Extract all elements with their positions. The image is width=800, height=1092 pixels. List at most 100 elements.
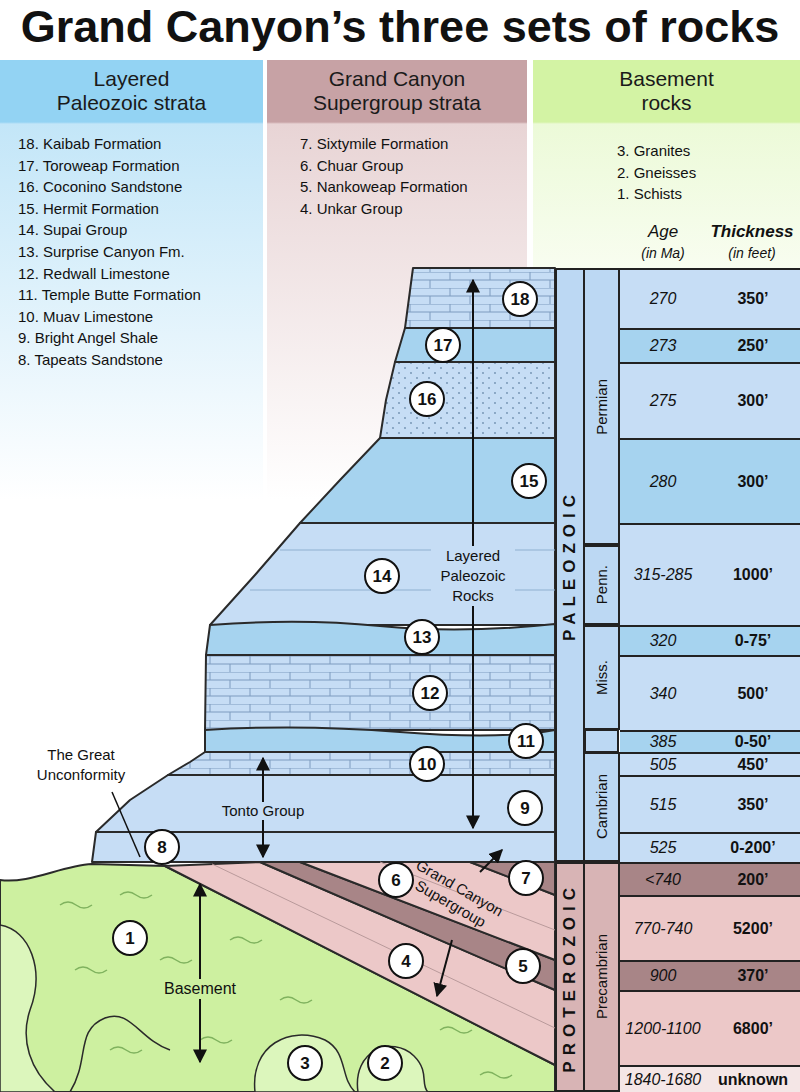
callout-circle: 7 [508, 860, 544, 896]
table-row: 270350’ [620, 268, 800, 328]
table-row: 3200-75’ [620, 625, 800, 655]
callout-circle: 11 [508, 723, 544, 759]
list-item: 6. Chuar Group [300, 155, 527, 177]
callout-circle: 9 [507, 790, 543, 826]
age-value: 273 [620, 337, 706, 355]
schist-mark [75, 967, 107, 973]
period-band: Miss. [585, 625, 620, 730]
age-value: 280 [620, 473, 706, 491]
period-band: Precambrian [585, 862, 620, 1092]
thickness-value: 300’ [706, 473, 800, 491]
supergroup-arrow [480, 850, 502, 872]
granite-body [255, 1035, 355, 1092]
callout-number: 5 [518, 958, 527, 975]
schist-mark [110, 1047, 142, 1053]
period-name: Penn. [593, 565, 610, 604]
list-item: 15. Hermit Formation [18, 198, 263, 220]
axis-unit: (in feet) [704, 244, 800, 262]
callout-circle: 5 [505, 948, 541, 984]
thickness-value: 350’ [706, 290, 800, 308]
callout-number: 10 [418, 756, 437, 773]
unkar-layer [165, 862, 555, 1065]
period-name: Precambrian [593, 934, 610, 1019]
callout-circle: 17 [425, 327, 461, 363]
callout-circle: 13 [404, 619, 440, 655]
header-panel: Grand Canyon Supergroup strata 7. Sixtymi… [267, 60, 527, 500]
temple-butte-layer [205, 727, 555, 752]
supai-layer [210, 523, 555, 625]
list-item: 3. Granites [617, 140, 800, 162]
surprise-canyon-layer [206, 622, 555, 655]
table-row: <740200’ [620, 862, 800, 895]
list-item: 18. Kaibab Formation [18, 133, 263, 155]
callout-number: 13 [413, 629, 432, 646]
thickness-value: 350’ [706, 796, 800, 814]
supergroup-arrow [437, 940, 452, 996]
age-value: 385 [620, 733, 706, 751]
header-panel: Layered Paleozoic strata18. Kaibab Forma… [0, 60, 263, 500]
leader-line [112, 792, 140, 857]
list-item: 5. Nankoweap Formation [300, 176, 527, 198]
callout-number: 8 [157, 839, 166, 856]
age-value: 275 [620, 392, 706, 410]
age-value: 525 [620, 839, 706, 857]
era-name: PROTEROZOIC [560, 882, 580, 1073]
diagram-title: Grand Canyon’s three sets of rocks [0, 0, 800, 56]
list-item: 7. Sixtymile Formation [300, 133, 527, 155]
callout-circle: 2 [367, 1045, 403, 1081]
period-name: Miss. [593, 660, 610, 695]
blank-period-band [585, 730, 618, 752]
column-heading: Grand Canyon Supergroup strata [310, 67, 485, 115]
bright-angel-layer [96, 775, 555, 832]
list-item: 9. Bright Angel Shale [18, 327, 263, 349]
age-value: 270 [620, 290, 706, 308]
axis-unit: (in Ma) [622, 244, 704, 262]
callout-circle: 18 [502, 281, 538, 317]
thickness-value: 0-200’ [706, 839, 800, 857]
group-label: Basement [155, 979, 245, 999]
table-row: 900370’ [620, 960, 800, 990]
thickness-value: 450’ [706, 756, 800, 774]
thickness-value: 0-50’ [706, 733, 800, 751]
age-value: 1200-1100 [620, 1020, 706, 1038]
redwall-layer [205, 655, 555, 730]
thickness-value: 500’ [706, 685, 800, 703]
schist-mark [230, 937, 262, 943]
list-item: 17. Toroweap Formation [18, 155, 263, 177]
callout-circle: 1 [112, 920, 148, 956]
list-item: 10. Muav Limestone [18, 306, 263, 328]
thickness-value: 300’ [706, 392, 800, 410]
callout-number: 7 [521, 870, 530, 887]
period-name: Permian [593, 379, 610, 435]
callout-number: 6 [391, 872, 400, 889]
table-row: 515350’ [620, 775, 800, 832]
table-row: 3850-50’ [620, 730, 800, 752]
list-item: 11. Temple Butte Formation [18, 284, 263, 306]
era-name: PALEOZOIC [560, 489, 580, 641]
table-row: 770-7405200’ [620, 895, 800, 960]
thickness-value: 6800’ [706, 1020, 800, 1038]
callout-circle: 12 [412, 675, 448, 711]
period-band: Permian [585, 268, 620, 545]
callout-circle: 3 [287, 1045, 323, 1081]
list-item: 14. Supai Group [18, 219, 263, 241]
age-value: 315-285 [620, 566, 706, 584]
schist-mark [480, 1072, 512, 1078]
callout-circle: 4 [388, 943, 424, 979]
basement-contact [70, 1016, 170, 1092]
table-row: 1200-11006800’ [620, 990, 800, 1065]
period-band: Penn. [585, 545, 620, 625]
table-row: 280300’ [620, 438, 800, 523]
callout-number: 4 [401, 953, 410, 970]
callout-number: 16 [418, 391, 437, 408]
schist-mark [160, 957, 192, 963]
callout-number: 18 [511, 291, 530, 308]
thickness-value: 5200’ [706, 920, 800, 938]
era-band: PALEOZOIC [555, 268, 585, 862]
axis-heading: Age [622, 222, 704, 242]
schist-mark [120, 892, 152, 898]
table-row: 1840-1680unknown [620, 1065, 800, 1092]
muav-layer [168, 752, 555, 775]
age-value: <740 [620, 871, 706, 889]
unconformity-label: The Great Unconformity [22, 745, 140, 785]
